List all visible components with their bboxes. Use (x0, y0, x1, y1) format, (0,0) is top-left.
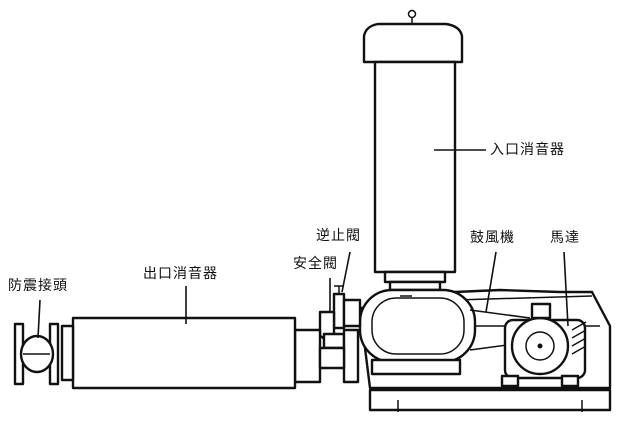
anti-vibration-joint (13, 322, 60, 386)
label-safety-valve: 安全閥 (293, 256, 338, 272)
label-anti-vibration-joint: 防震接頭 (8, 278, 68, 294)
outlet-silencer (60, 316, 297, 390)
base-skid (368, 388, 612, 412)
label-check-valve: 逆止閥 (316, 228, 361, 244)
leader-check-valve (341, 251, 351, 293)
leader-anti-vibration-joint (37, 299, 41, 339)
leader-lines (37, 149, 569, 339)
inlet-silencer (362, 9, 464, 292)
outlet-pipe (293, 328, 360, 384)
label-motor: 馬達 (550, 230, 580, 246)
label-outlet-silencer: 出口消音器 (143, 266, 218, 282)
label-blower: 鼓風機 (470, 230, 515, 246)
blower (358, 288, 531, 376)
motor (500, 302, 587, 388)
label-inlet-silencer: 入口消音器 (490, 142, 565, 158)
leader-motor (563, 251, 569, 327)
check-valve (332, 285, 362, 330)
leader-blower (485, 251, 497, 313)
